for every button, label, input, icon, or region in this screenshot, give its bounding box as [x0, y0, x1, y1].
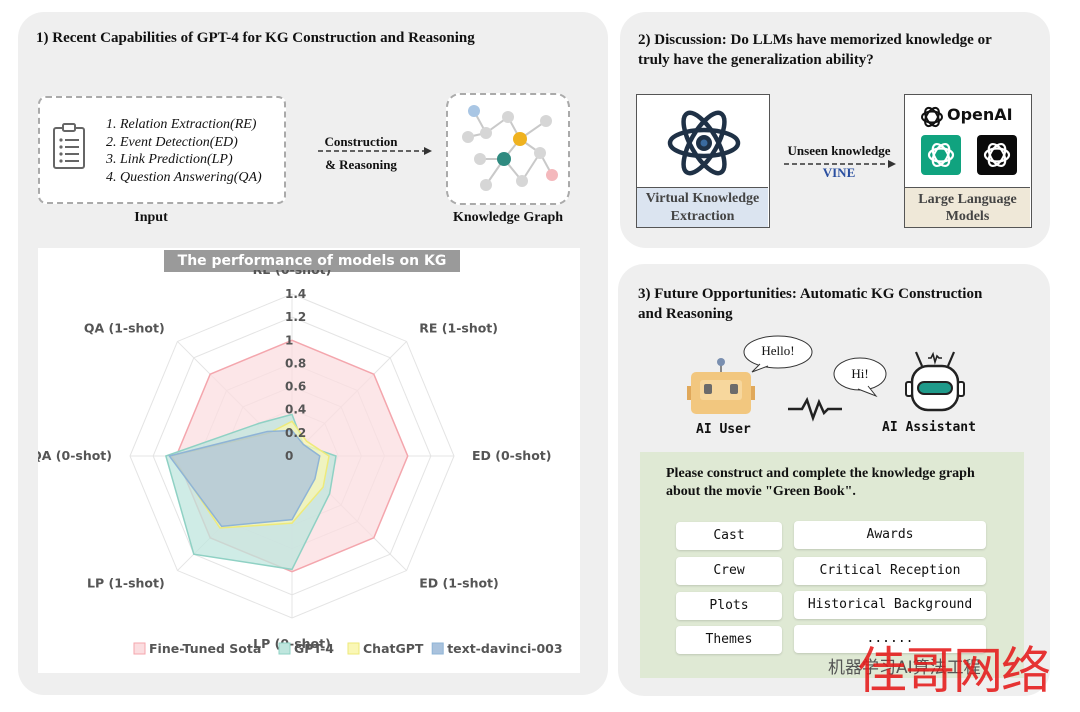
construction-label: Construction & Reasoning	[318, 130, 404, 176]
radar-tick-label: 1.4	[285, 287, 306, 301]
option-themes: Themes	[676, 626, 782, 654]
robot-user-icon	[687, 358, 755, 414]
dashed-arrow	[318, 147, 432, 155]
watermark-stamp: 佳哥网络	[857, 642, 1051, 700]
title-line: truly have the generalization ability?	[638, 52, 874, 68]
knowledge-graph-icon	[462, 105, 558, 191]
radar-tick-label: 0.2	[285, 426, 306, 440]
panel2-title: 2) Discussion: Do LLMs have memorized kn…	[638, 30, 992, 70]
atom-icon	[667, 110, 741, 176]
panel1-title: 1) Recent Capabilities of GPT-4 for KG C…	[36, 30, 475, 46]
openai-logo-green-icon	[921, 135, 961, 175]
virtual-knowledge-box: Virtual Knowledge Extraction	[636, 94, 770, 228]
radar-axis-label: LP (1-shot)	[87, 575, 165, 590]
dashed-arrow-vine	[784, 160, 896, 168]
ai-assistant-label: AI Assistant	[882, 420, 976, 435]
radar-tick-label: 0.4	[285, 403, 306, 417]
chart-title: The performance of models on KG tasks	[164, 250, 460, 291]
legend-label: GPT-4	[294, 641, 334, 656]
radar-series-text-davinci-003	[168, 429, 321, 528]
radar-tick-label: 0.6	[285, 380, 306, 394]
title-line: and Reasoning	[638, 306, 733, 322]
prompt-line: about the movie "Green Book".	[666, 484, 856, 499]
task-item: 1. Relation Extraction(RE)	[106, 117, 257, 132]
option-cast: Cast	[676, 522, 782, 550]
task-list: 1. Relation Extraction(RE) 2. Event Dete…	[106, 116, 262, 186]
task-item: 2. Event Detection(ED)	[106, 134, 238, 150]
vine-label: VINE	[822, 165, 856, 180]
llm-box: OpenAI Large Language Models	[904, 94, 1032, 228]
radar-tick-label: 1.2	[285, 310, 306, 324]
hello-text: Hello!	[761, 343, 795, 358]
radar-axis-label: LP (0-shot)	[253, 636, 331, 651]
kg-caption: Knowledge Graph	[452, 210, 564, 225]
label-line: Large Language	[918, 192, 1017, 207]
radar-tick-label: 1	[285, 333, 293, 347]
title-line: 3) Future Opportunities: Automatic KG Co…	[638, 286, 983, 302]
title-line: 2) Discussion: Do LLMs have memorized kn…	[638, 32, 992, 48]
knowledge-graph-box	[446, 93, 570, 205]
panel3-title: 3) Future Opportunities: Automatic KG Co…	[638, 284, 982, 324]
legend-swatch	[347, 642, 360, 655]
radar-tick-label: 0.8	[285, 356, 306, 370]
ai-user-label: AI User	[696, 422, 751, 437]
input-box	[38, 96, 286, 204]
label-line: Extraction	[670, 209, 735, 224]
openai-logo-black-icon	[977, 135, 1017, 175]
radar-axis-label: RE (1-shot)	[419, 321, 498, 336]
radar-axis-label: QA (0-shot)	[38, 448, 112, 463]
radar-tick-label: 0	[285, 449, 293, 463]
option-crew: Crew	[676, 557, 782, 585]
legend-label: text-davinci-003	[447, 641, 562, 656]
prompt-line: Please construct and complete the knowle…	[666, 466, 975, 481]
robot-assistant-icon	[905, 351, 965, 412]
radar-axis-label: ED (0-shot)	[472, 448, 551, 463]
radar-axis-label: RE (0-shot)	[253, 270, 332, 277]
document-icon	[53, 123, 85, 169]
vke-label: Virtual Knowledge Extraction	[637, 187, 768, 227]
input-caption: Input	[134, 210, 168, 225]
legend-label: ChatGPT	[363, 641, 424, 656]
legend-swatch	[431, 642, 444, 655]
signal-wave-icon	[788, 396, 842, 422]
option-critical-reception: Critical Reception	[794, 557, 986, 585]
label-line: Models	[945, 209, 990, 224]
radar-axis-label: QA (1-shot)	[84, 321, 165, 336]
label-line: Virtual Knowledge	[645, 191, 760, 206]
prompt-text: Please construct and complete the knowle…	[666, 465, 1006, 501]
radar-axis-label: ED (1-shot)	[419, 575, 498, 590]
openai-logo-icon	[921, 106, 943, 128]
openai-brand: OpenAI	[947, 105, 1013, 124]
option-more: ......	[794, 625, 986, 653]
legend-swatch	[278, 642, 291, 655]
unseen-knowledge-label: Unseen knowledge	[787, 143, 891, 158]
option-awards: Awards	[794, 521, 986, 549]
hi-bubble	[833, 357, 887, 398]
task-item: 3. Link Prediction(LP)	[106, 152, 233, 167]
option-historical-background: Historical Background	[794, 591, 986, 619]
task-item: 4. Question Answering(QA)	[106, 169, 262, 185]
arrow-label-line: Construction	[324, 134, 398, 149]
llm-label: Large Language Models	[905, 187, 1030, 227]
hi-text: Hi!	[851, 366, 869, 381]
legend-swatch	[133, 642, 146, 655]
hello-bubble	[743, 335, 813, 373]
option-plots: Plots	[676, 592, 782, 620]
arrow-label-line: & Reasoning	[325, 157, 397, 172]
radar-chart: 1.4 1.2 1 0.8 0.6 0.4 0.2 0 RE (0-shot) RE (1-sho…	[38, 270, 563, 656]
watermark-caption: 机器学习AI算法工程	[828, 658, 981, 678]
legend-label: Fine-Tuned Sota	[149, 641, 261, 656]
